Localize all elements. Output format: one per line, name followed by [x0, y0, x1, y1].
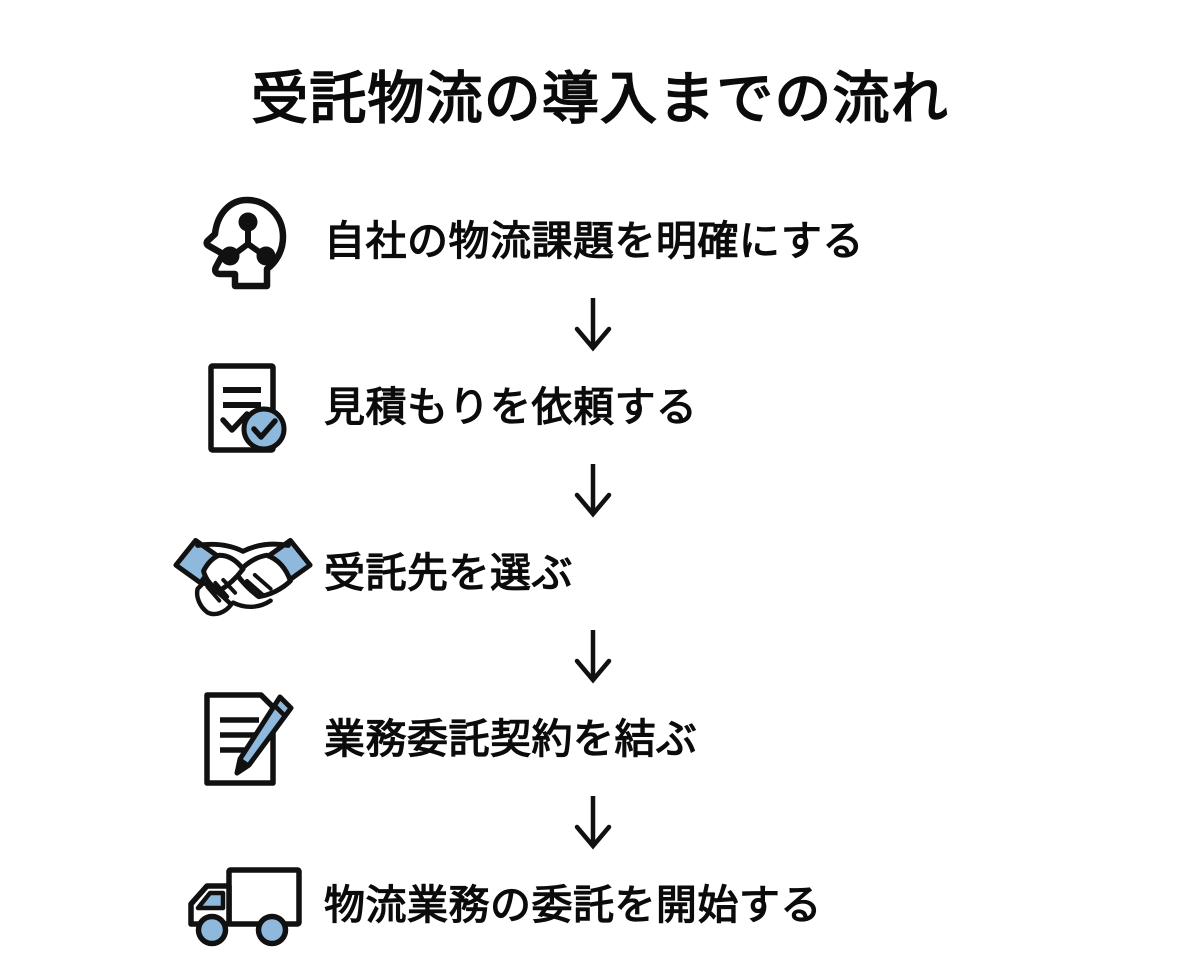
flow-step-3: 受託先を選ぶ: [168, 518, 1068, 630]
flow-arrow-3: [168, 630, 1068, 684]
flow-step-5: 物流業務の委託を開始する: [168, 850, 1068, 962]
document-check-icon: [168, 352, 318, 464]
flow-arrow-4: [168, 796, 1068, 850]
flow-step-label: 業務委託契約を結ぶ: [324, 716, 698, 763]
flow-step-1: 自社の物流課題を明確にする: [168, 186, 1068, 298]
flow-step-label: 受託先を選ぶ: [324, 550, 573, 597]
flow-step-2: 見積もりを依頼する: [168, 352, 1068, 464]
page-title: 受託物流の導入までの流れ: [251, 67, 949, 131]
arrow-down-icon: [574, 630, 612, 684]
flow-step-label: 自社の物流課題を明確にする: [324, 218, 864, 265]
delivery-truck-icon: [168, 850, 318, 962]
flow-step-label: 物流業務の委託を開始する: [324, 882, 822, 929]
flow-arrow-2: [168, 464, 1068, 518]
arrow-down-icon: [574, 464, 612, 518]
head-network-icon: [168, 186, 318, 298]
arrow-down-icon: [574, 796, 612, 850]
arrow-down-icon: [574, 298, 612, 352]
flow-step-4: 業務委託契約を結ぶ: [168, 684, 1068, 796]
flow-step-label: 見積もりを依頼する: [324, 384, 698, 431]
flow-arrow-1: [168, 298, 1068, 352]
contract-pen-icon: [168, 684, 318, 796]
infographic-canvas: 受託物流の導入までの流れ 自社の物流課題を明確にする: [173, 67, 949, 947]
handshake-icon: [168, 518, 318, 630]
process-flow-list: 自社の物流課題を明確にする: [168, 186, 1068, 962]
